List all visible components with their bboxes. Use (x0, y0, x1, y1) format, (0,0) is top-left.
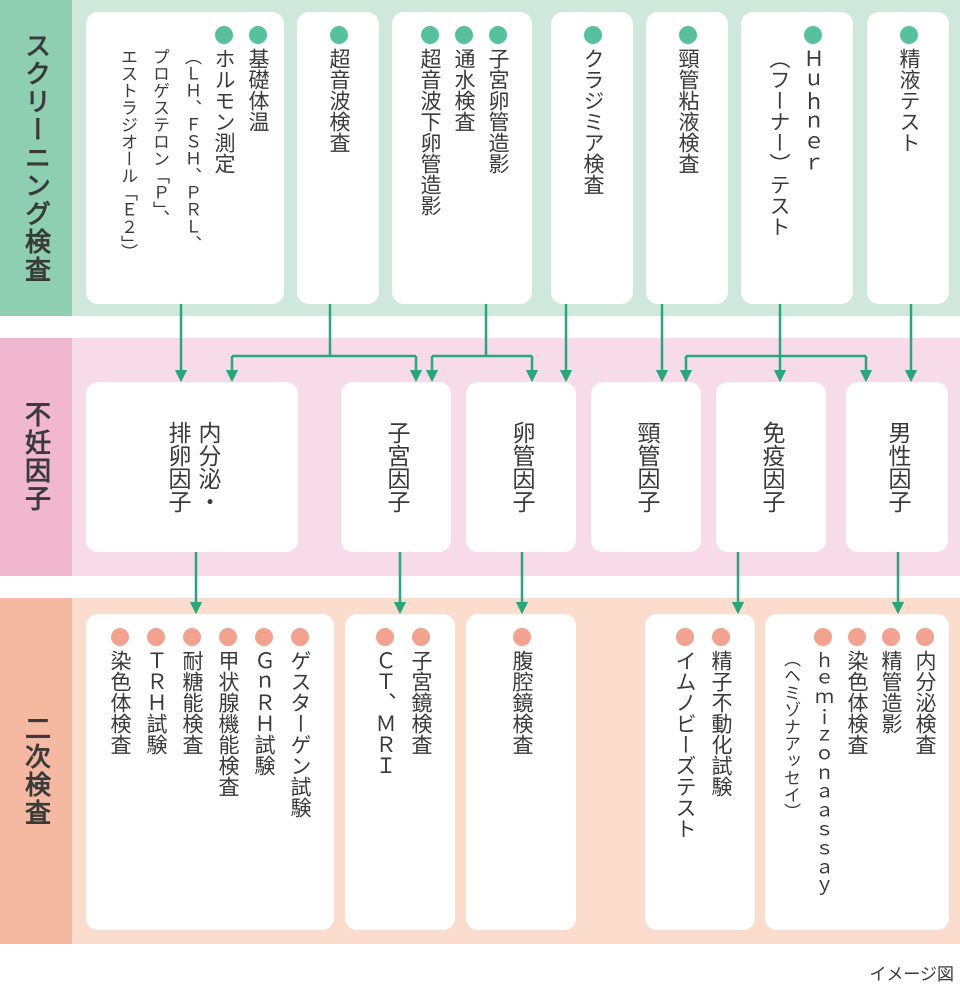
screening-item: 超音波下卵管造影 (418, 26, 442, 216)
screening-item-note: （フーナー）テスト (767, 48, 791, 237)
secondary-item: イムノビーズテスト (673, 628, 697, 839)
factor-box-uterine: 子宮因子 (341, 382, 451, 552)
secondary-item: 内分泌検査 (913, 628, 937, 897)
factor-label: 卵管因子 (508, 421, 534, 513)
bullet-dot (330, 26, 348, 44)
factor-label: 頸管因子 (633, 421, 659, 513)
screening-item: クラジミア検査 (581, 26, 605, 195)
factor-box-cervical: 頸管因子 (591, 382, 701, 552)
screening-item: 子宮卵管造影 (486, 26, 510, 216)
secondary-item: 甲状腺機能検査 (216, 628, 240, 818)
factor-label: 男性因子 (884, 421, 910, 513)
screening-box-huhner: Ｈｕｈｎｅｒ （フーナー）テスト (741, 12, 853, 304)
arrow-ultrasound-bracket (232, 304, 416, 358)
screening-item: 頸管粘液検査 (676, 26, 700, 174)
screening-label-area: スクリーニング検査 (0, 0, 72, 316)
secondary-item: 染色体検査 (845, 628, 869, 897)
secondary-label-area: 二次検査 (0, 598, 72, 944)
factor-label-line: 内分泌・ (194, 421, 220, 513)
screening-item: 超音波検査 (327, 26, 351, 153)
secondary-item: 精管造影 (879, 628, 903, 897)
secondary-item: ゲスターゲン試験 (288, 628, 312, 818)
bullet-dot (676, 628, 694, 646)
secondary-item: 精子不動化試験 (709, 628, 733, 839)
secondary-item: 子宮鏡検査 (409, 628, 433, 776)
bullet-dot (679, 26, 697, 44)
bullet-dot (111, 628, 129, 646)
factor-box-male: 男性因子 (846, 382, 948, 552)
screening-item: Ｈｕｈｎｅｒ (801, 26, 825, 237)
secondary-item: 染色体検査 (108, 628, 132, 818)
screening-box-chlamydia: クラジミア検査 (551, 12, 633, 304)
screening-box-semen: 精液テスト (867, 12, 949, 304)
secondary-item: ｈｅｍｉｚｏｎａａｓｓａｙ (811, 628, 835, 897)
screening-item: 通水検査 (452, 26, 476, 216)
bullet-dot (804, 26, 822, 44)
bullet-dot (147, 628, 165, 646)
secondary-box-male: 内分泌検査 精管造影 染色体検査 ｈｅｍｉｚｏｎａａｓｓａｙ （ヘミゾナアッセイ… (765, 614, 949, 930)
factor-box-endocrine: 内分泌・ 排卵因子 (86, 382, 298, 552)
secondary-item: ＣＴ、ＭＲＩ (373, 628, 397, 776)
factor-label: 子宮因子 (383, 421, 409, 513)
bullet-dot (900, 26, 918, 44)
secondary-item: ＴＲＨ試験 (144, 628, 168, 818)
arrow-huhner-bracket (686, 304, 866, 358)
secondary-box-uterine: 子宮鏡検査 ＣＴ、ＭＲＩ (345, 614, 455, 930)
bullet-dot (183, 628, 201, 646)
screening-item: 基礎体温 (246, 26, 270, 261)
factor-box-immune: 免疫因子 (716, 382, 826, 552)
factors-label-area: 不妊因子 (0, 338, 72, 576)
screening-box-tubal: 子宮卵管造影 通水検査 超音波下卵管造影 (392, 12, 532, 304)
screening-section-label: スクリーニング検査 (20, 32, 51, 284)
bullet-dot (916, 628, 934, 646)
arrow-tubal-bracket (432, 304, 532, 358)
screening-box-cervical-mucus: 頸管粘液検査 (646, 12, 728, 304)
secondary-item-note: （ヘミゾナアッセイ） (780, 650, 800, 820)
screening-item: ホルモン測定 (212, 26, 236, 261)
secondary-box-tubal: 腹腔鏡検査 (466, 614, 576, 930)
factor-label: 免疫因子 (758, 421, 784, 513)
screening-item-note: プロゲステロン「Ｐ」、 (149, 48, 169, 227)
screening-item: 精液テスト (897, 26, 921, 153)
screening-item-note: （ＬＨ、ＦＳＨ、ＰＲＬ、 (181, 48, 201, 252)
bullet-dot (376, 628, 394, 646)
bullet-dot (712, 628, 730, 646)
factors-section-label: 不妊因子 (20, 401, 51, 513)
secondary-item: 耐糖能検査 (180, 628, 204, 818)
bullet-dot (848, 628, 866, 646)
screening-box-hormone: 基礎体温 ホルモン測定 （ＬＨ、ＦＳＨ、ＰＲＬ、 プロゲステロン「Ｐ」、 エスト… (86, 12, 284, 304)
bullet-dot (513, 628, 531, 646)
bullet-dot (584, 26, 602, 44)
secondary-section-label: 二次検査 (20, 715, 51, 827)
factor-label-line: 排卵因子 (164, 421, 190, 513)
bullet-dot (455, 26, 473, 44)
bullet-dot (255, 628, 273, 646)
bullet-dot (814, 628, 832, 646)
secondary-box-endocrine: ゲスターゲン試験 ＧｎＲＨ試験 甲状腺機能検査 耐糖能検査 ＴＲＨ試験 染色体検… (86, 614, 334, 930)
bullet-dot (489, 26, 507, 44)
secondary-item: 腹腔鏡検査 (510, 628, 534, 755)
secondary-item: ＧｎＲＨ試験 (252, 628, 276, 818)
bullet-dot (412, 628, 430, 646)
screening-item-note: エストラジオール「Ｅ２」） (117, 48, 137, 261)
bullet-dot (882, 628, 900, 646)
bullet-dot (421, 26, 439, 44)
secondary-box-immune: 精子不動化試験 イムノビーズテスト (645, 614, 755, 930)
caption: イメージ図 (869, 965, 954, 985)
factor-box-tubal: 卵管因子 (466, 382, 576, 552)
bullet-dot (219, 628, 237, 646)
bullet-dot (291, 628, 309, 646)
screening-box-ultrasound: 超音波検査 (297, 12, 379, 304)
bullet-dot (215, 26, 233, 44)
bullet-dot (249, 26, 267, 44)
